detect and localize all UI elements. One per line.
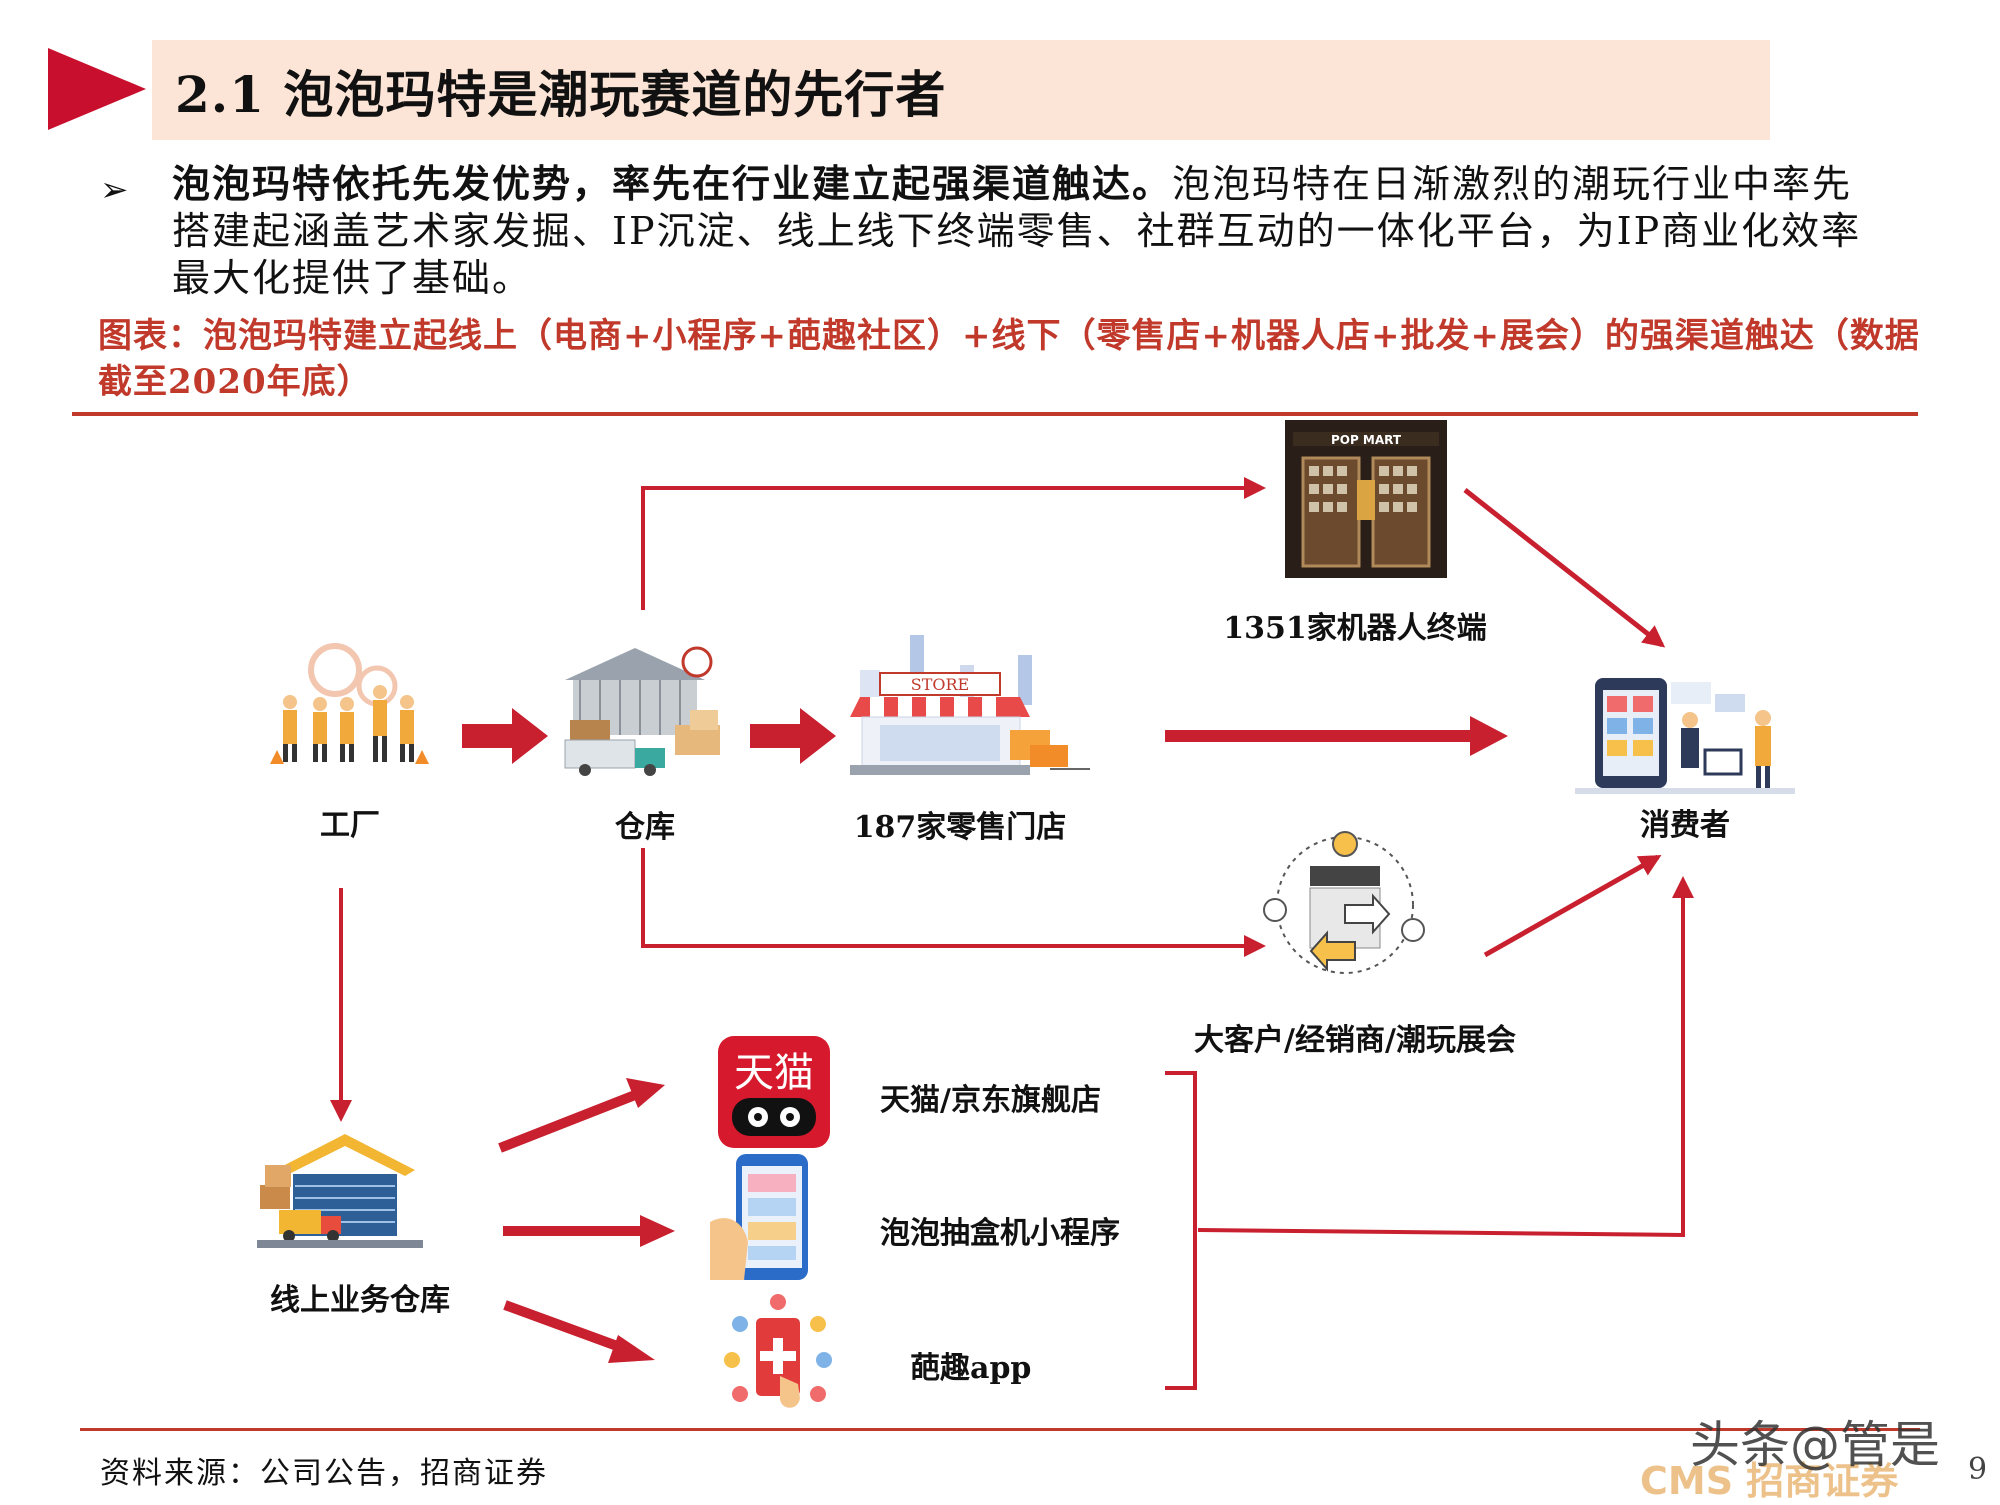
block-arrow-factory-warehouse <box>462 708 548 764</box>
online-bracket <box>1165 1071 1197 1390</box>
popmart-sign-text: POP MART <box>1331 433 1402 447</box>
node-retail: 187家零售门店 <box>853 810 1067 845</box>
block-arrow-retail-consumer <box>1165 716 1508 756</box>
node-paqu: 葩趣app <box>910 1351 1032 1386</box>
caption-divider <box>72 412 1918 416</box>
figure-caption: 图表：泡泡玛特建立起线上（电商+小程序+葩趣社区）+线下（零售店+机器人店+批发… <box>98 316 1920 402</box>
paqu-app-icon <box>724 1294 832 1408</box>
node-factory: 工厂 <box>320 808 380 843</box>
title-bar <box>152 40 1770 140</box>
node-wholesale: 大客户/经销商/潮玩展会 <box>1194 1023 1516 1058</box>
arrow-online-consumer <box>1197 876 1694 1238</box>
arrow-warehouse-robot <box>641 477 1266 610</box>
node-tmall-jd: 天猫/京东旗舰店 <box>880 1083 1101 1118</box>
arrow-warehouse-wholesale <box>641 848 1266 957</box>
wholesale-exchange-icon <box>1263 831 1425 974</box>
arrow-wholesale-consumer <box>1483 854 1662 958</box>
page-title: 2.1 泡泡玛特是潮玩赛道的先行者 <box>175 65 947 124</box>
node-online-warehouse: 线上业务仓库 <box>270 1283 450 1318</box>
title-triangle-icon <box>48 48 146 130</box>
block-arrow-warehouse-retail <box>750 708 836 764</box>
bullet-body: 泡泡玛特在日渐激烈的潮玩行业中率先搭建起涵盖艺术家发掘、IP沉淀、线上线下终端零… <box>172 162 1862 300</box>
mini-program-phone-icon <box>710 1154 808 1280</box>
node-consumer: 消费者 <box>1640 808 1730 843</box>
online-warehouse-icon <box>257 1134 423 1248</box>
footer-divider <box>80 1428 1920 1431</box>
bullet-arrow-icon: ➢ <box>100 170 129 210</box>
popmart-robot-store-icon: POP MART <box>1285 420 1447 578</box>
node-warehouse: 仓库 <box>615 810 675 845</box>
warehouse-icon <box>564 646 720 776</box>
tmall-logo-text: 天猫 <box>734 1050 814 1096</box>
watermark: 头条@管是 <box>1690 1416 1940 1474</box>
source-note: 资料来源：公司公告，招商证券 <box>100 1456 548 1491</box>
arrow-robot-consumer <box>1463 488 1666 648</box>
cms-logo: CMS 招商证券 <box>1640 1459 1899 1503</box>
factory-workers-icon <box>270 643 429 764</box>
retail-store-icon: STORE <box>850 635 1090 775</box>
arrow-online-paqu <box>503 1300 630 1355</box>
bullet-paragraph: 泡泡玛特依托先发优势，率先在行业建立起强渠道触达。泡泡玛特在日渐激烈的潮玩行业中… <box>172 160 1892 302</box>
tmall-logo-icon: 天猫 <box>718 1036 830 1148</box>
page-number: 9 <box>1968 1452 1988 1487</box>
node-robot: 1351家机器人终端 <box>1223 611 1487 646</box>
store-sign-text: STORE <box>911 675 969 694</box>
consumer-shopping-icon <box>1575 678 1795 794</box>
bullet-lead: 泡泡玛特依托先发优势，率先在行业建立起强渠道触达。 <box>172 161 1173 206</box>
arrow-online-tmall <box>498 1088 642 1153</box>
node-mini-program: 泡泡抽盒机小程序 <box>880 1216 1120 1251</box>
